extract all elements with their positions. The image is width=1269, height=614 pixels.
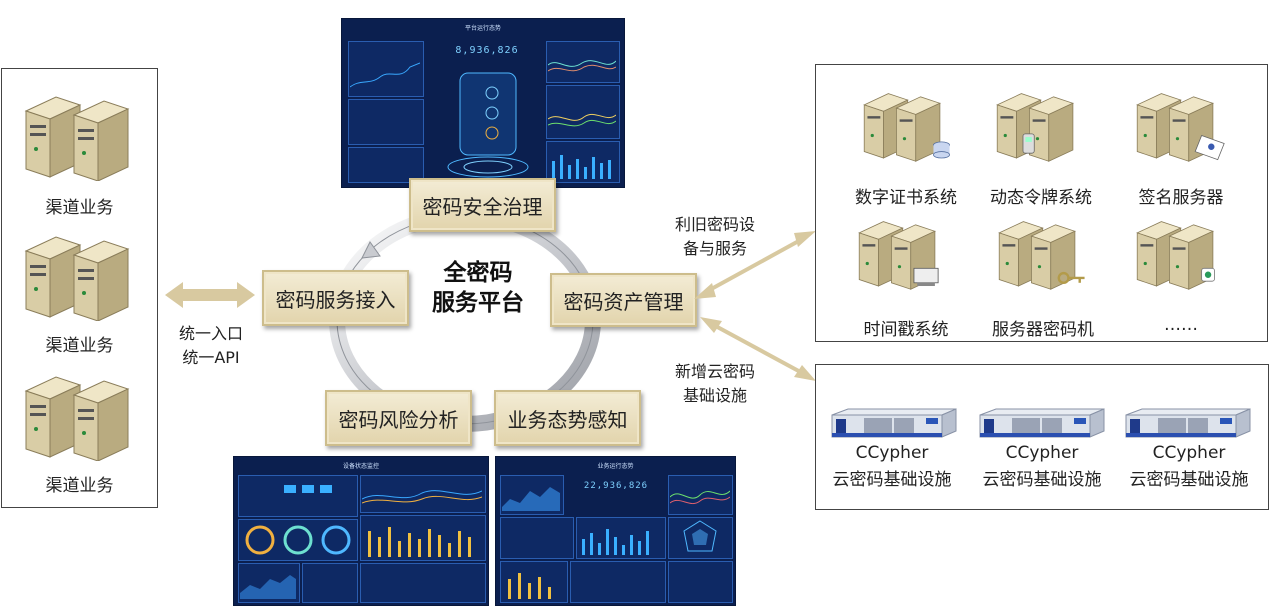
cloud-infra-panel: CCypher 云密码基础设施 CCypher 云密码基础设施 CCypher … <box>815 364 1269 510</box>
channel-label-2: 渠道业务 <box>45 336 114 356</box>
dashboard-platform-status: 平台运行态势 8,936,826 <box>341 18 625 188</box>
server-icon <box>24 376 130 461</box>
server-icon <box>24 236 130 321</box>
node-access-label: 密码服务接入 <box>275 287 396 312</box>
dashboard-counter: 8,936,826 <box>455 45 519 56</box>
legacy-label-timestamp: 时间戳系统 <box>863 320 949 340</box>
legacy-label-cert: 数字证书系统 <box>855 188 957 208</box>
dashboard-title: 设备状态监控 <box>342 463 379 470</box>
cloud-label-2-line1: CCypher <box>1005 443 1079 463</box>
more-server-icon <box>1136 221 1215 290</box>
cloud-label-2-line2: 云密码基础设施 <box>982 470 1102 490</box>
dashboard-device-monitor: 设备状态监控 <box>233 456 489 606</box>
cloud-arrow-text-1: 新增云密码 <box>674 362 755 381</box>
node-risk[interactable]: 密码风险分析 <box>325 390 472 446</box>
legacy-arrow-text-2: 备与服务 <box>682 239 747 258</box>
legacy-label-token: 动态令牌系统 <box>990 188 1092 208</box>
cloud-label-3-line1: CCypher <box>1152 443 1226 463</box>
node-awareness[interactable]: 业务态势感知 <box>494 390 641 446</box>
dashboard-business-status: 业务运行态势 22,936,826 <box>495 456 736 606</box>
left-arrow-text-1: 统一入口 <box>178 324 243 343</box>
legacy-label-hsm: 服务器密码机 <box>992 320 1094 340</box>
token-server-icon <box>996 93 1074 162</box>
cloud-label-1-line1: CCypher <box>855 443 929 463</box>
cloud-arrow-text-2: 基础设施 <box>682 386 747 405</box>
legacy-label-more: …… <box>1164 315 1198 335</box>
node-asset-label: 密码资产管理 <box>563 289 684 314</box>
dashboard-title: 平台运行态势 <box>464 25 501 32</box>
platform-title-line2: 服务平台 <box>432 290 524 316</box>
cloud-appliance-icon <box>1125 408 1251 438</box>
sign-server-icon <box>1136 93 1225 162</box>
node-access[interactable]: 密码服务接入 <box>262 270 409 326</box>
platform-title-line1: 全密码 <box>443 260 513 286</box>
dashboard-title: 业务运行态势 <box>597 463 634 470</box>
legacy-devices-panel: 数字证书系统 动态令牌系统 签名服务器 时间戳系统 服务器密码机 …… <box>815 64 1268 342</box>
cloud-label-1-line2: 云密码基础设施 <box>832 470 952 490</box>
cloud-label-3-line2: 云密码基础设施 <box>1129 470 1249 490</box>
channel-label-3: 渠道业务 <box>45 476 114 496</box>
node-risk-label: 密码风险分析 <box>338 407 459 432</box>
left-arrow-text-2: 统一API <box>182 348 240 367</box>
cert-server-icon <box>863 93 950 162</box>
cloud-appliance-icon <box>831 408 957 438</box>
platform-title: 全密码 服务平台 <box>418 258 538 318</box>
node-asset[interactable]: 密码资产管理 <box>550 273 697 327</box>
cloud-appliance-icon <box>979 408 1105 438</box>
server-icon <box>24 96 130 181</box>
double-arrow-left <box>165 282 255 308</box>
node-awareness-label: 业务态势感知 <box>507 407 628 432</box>
timestamp-server-icon <box>858 221 939 290</box>
double-arrow-cloud <box>700 317 816 381</box>
hsm-server-icon <box>998 221 1085 290</box>
channel-label-1: 渠道业务 <box>45 198 114 218</box>
channel-panel: 渠道业务 渠道业务 <box>1 68 158 508</box>
dashboard-counter: 22,936,826 <box>583 481 649 491</box>
node-governance[interactable]: 密码安全治理 <box>409 178 556 232</box>
node-governance-label: 密码安全治理 <box>422 194 543 219</box>
legacy-label-sign: 签名服务器 <box>1138 188 1224 208</box>
double-arrow-legacy <box>694 231 816 299</box>
legacy-arrow-text-1: 利旧密码设 <box>674 215 755 234</box>
